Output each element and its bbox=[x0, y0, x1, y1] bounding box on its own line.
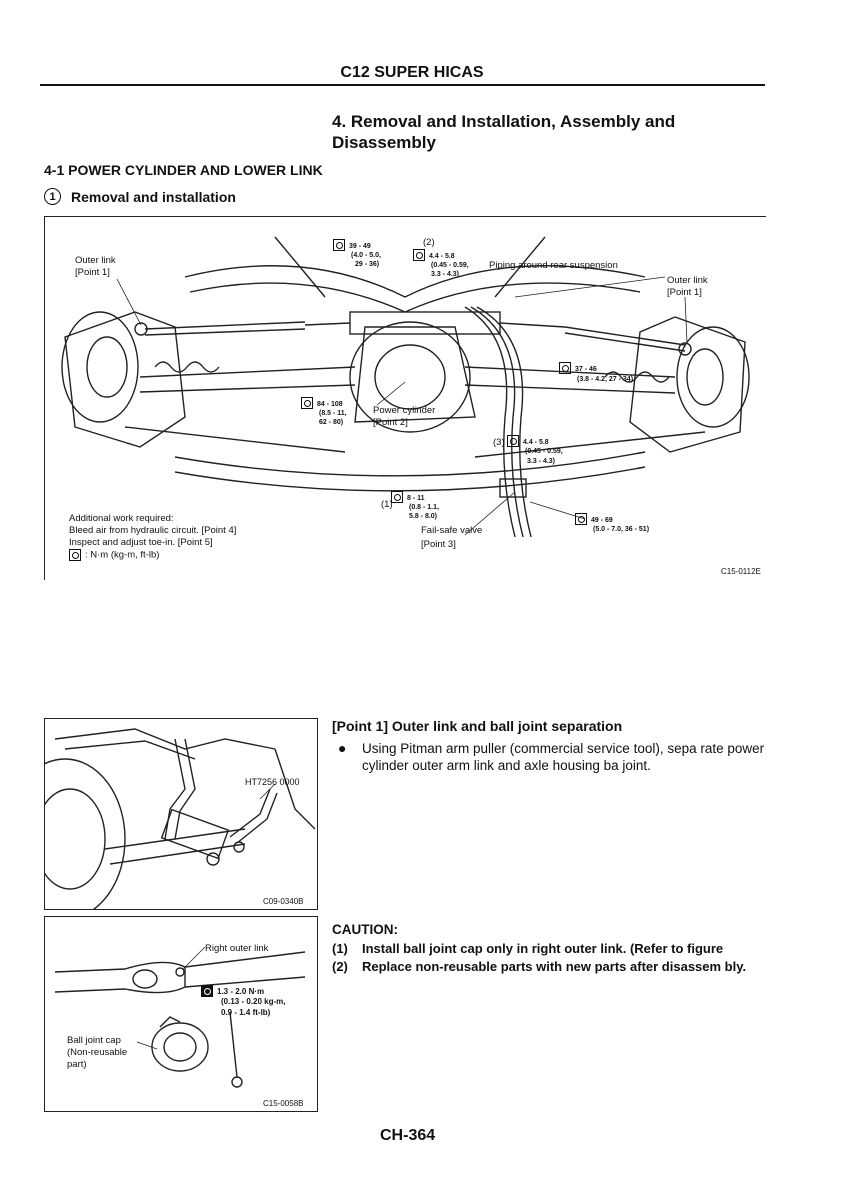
torque-6-b: (0.8 - 1.1, bbox=[409, 504, 439, 511]
torque-icon bbox=[201, 985, 213, 997]
torque-icon bbox=[69, 549, 81, 561]
torque-icon bbox=[575, 513, 587, 525]
subsection-title: 4-1 POWER CYLINDER AND LOWER LINK bbox=[44, 162, 323, 178]
power-cylinder-point: [Point 2] bbox=[373, 417, 408, 428]
torque-2: 4.4 - 5.8 bbox=[413, 249, 455, 261]
point1-title: [Point 1] Outer link and ball joint sepa… bbox=[332, 718, 623, 734]
torque-4: 84 - 108 bbox=[301, 397, 343, 409]
caution-heading: CAUTION: bbox=[332, 922, 398, 937]
cap-label-c: part) bbox=[67, 1059, 87, 1070]
ball-joint-cap-drawing bbox=[54, 946, 306, 1088]
page-number: CH-364 bbox=[380, 1127, 436, 1144]
torque-1-b: (4.0 - 5.0, bbox=[351, 252, 381, 259]
note-line-1: Additional work required: bbox=[69, 513, 174, 524]
torque-icon bbox=[301, 397, 313, 409]
caution-item: (1) Install ball joint cap only in right… bbox=[332, 940, 772, 958]
ball-joint-cap-figure: Right outer link 1.3 - 2.0 N·m (0.13 - 0… bbox=[44, 916, 318, 1112]
point1-bullet-text: Using Pitman arm puller (commercial serv… bbox=[362, 741, 765, 773]
step-number: 1 bbox=[44, 188, 61, 205]
torque-5-c: 3.3 - 4.3) bbox=[527, 458, 556, 465]
outer-link-left-label: Outer link bbox=[75, 255, 116, 266]
torque-6: 8 - 11 bbox=[391, 491, 425, 503]
fail-safe-label: Fail-safe valve bbox=[421, 525, 483, 536]
torque-3-b: (3.8 - 4.2, 27 - 34) bbox=[577, 376, 634, 383]
torque-icon bbox=[559, 362, 571, 374]
torque-icon bbox=[507, 435, 519, 447]
cap-torque-b: (0.13 - 0.20 kg-m, bbox=[221, 997, 286, 1006]
tool-number: HT7256 0000 bbox=[245, 777, 300, 787]
caution-item: (2) Replace non-reusable parts with new … bbox=[332, 958, 772, 976]
figure-code: C09-0340B bbox=[263, 897, 304, 906]
torque-7-b: (5.0 - 7.0, 36 - 51) bbox=[593, 526, 650, 533]
torque-icon bbox=[413, 249, 425, 261]
piping-label: Piping around rear suspension bbox=[489, 260, 618, 271]
caution-item-text: Install ball joint cap only in right out… bbox=[362, 941, 724, 956]
cap-torque-c: 0.9 - 1.4 ft-lb) bbox=[221, 1008, 271, 1017]
step-title: Removal and installation bbox=[71, 188, 236, 205]
torque-4-c: 62 - 80) bbox=[319, 419, 344, 426]
torque-2-b: (0.45 - 0.59, bbox=[431, 262, 469, 269]
torque-icon bbox=[333, 239, 345, 251]
right-outer-link-label: Right outer link bbox=[205, 943, 269, 954]
torque-2-c: 3.3 - 4.3) bbox=[431, 271, 460, 278]
figure-code: C15-0058B bbox=[263, 1099, 304, 1108]
torque-1-c: 29 - 36) bbox=[355, 261, 380, 268]
caution-list: (1) Install ball joint cap only in right… bbox=[332, 940, 772, 976]
torque-3: 37 - 46 bbox=[559, 362, 597, 374]
figure-code: C15-0112E bbox=[721, 567, 761, 576]
cap-label-b: (Non-reusable bbox=[67, 1047, 128, 1058]
torque-1: 39 - 49 bbox=[333, 239, 371, 251]
cap-label-a: Ball joint cap bbox=[67, 1035, 121, 1046]
section-title: 4. Removal and Installation, Assembly an… bbox=[332, 112, 676, 152]
torque-icon bbox=[391, 491, 403, 503]
note-line-4: : N·m (kg-m, ft-lb) bbox=[69, 549, 159, 561]
puller-figure: HT7256 0000 C09-0340B bbox=[44, 718, 318, 910]
marker-3: (3) bbox=[493, 437, 505, 448]
bullet-dot: ● bbox=[338, 740, 347, 756]
note-line-3: Inspect and adjust toe-in. [Point 5] bbox=[69, 537, 213, 548]
torque-7: 49 - 69 bbox=[575, 513, 613, 525]
main-figure: Outer link [Point 1] 39 - 49 (4.0 - 5.0,… bbox=[44, 216, 766, 580]
torque-5: 4.4 - 5.8 bbox=[507, 435, 549, 447]
header-title: C12 SUPER HICAS bbox=[340, 64, 484, 81]
fail-safe-point: [Point 3] bbox=[421, 539, 456, 550]
cap-torque: 1.3 - 2.0 N·m bbox=[201, 985, 264, 997]
torque-4-b: (8.5 - 11, bbox=[319, 410, 347, 417]
marker-2: (2) bbox=[423, 237, 435, 248]
note-line-2: Bleed air from hydraulic circuit. [Point… bbox=[69, 525, 237, 536]
header-rule bbox=[40, 84, 765, 86]
caution-item-number: (1) bbox=[332, 941, 348, 956]
caution-item-number: (2) bbox=[332, 959, 348, 974]
step-heading: 1 Removal and installation bbox=[44, 188, 236, 205]
caution-item-text: Replace non-reusable parts with new part… bbox=[362, 959, 747, 974]
puller-drawing bbox=[45, 728, 316, 909]
power-cylinder-label: Power cylinder bbox=[373, 405, 436, 416]
outer-link-right-label: Outer link bbox=[667, 275, 708, 286]
torque-6-c: 5.8 - 8.0) bbox=[409, 513, 438, 520]
marker-1: (1) bbox=[381, 499, 393, 510]
outer-link-right-point: [Point 1] bbox=[667, 287, 702, 298]
torque-5-b: (0.45 - 0.59, bbox=[525, 448, 563, 455]
outer-link-left-point: [Point 1] bbox=[75, 267, 110, 278]
